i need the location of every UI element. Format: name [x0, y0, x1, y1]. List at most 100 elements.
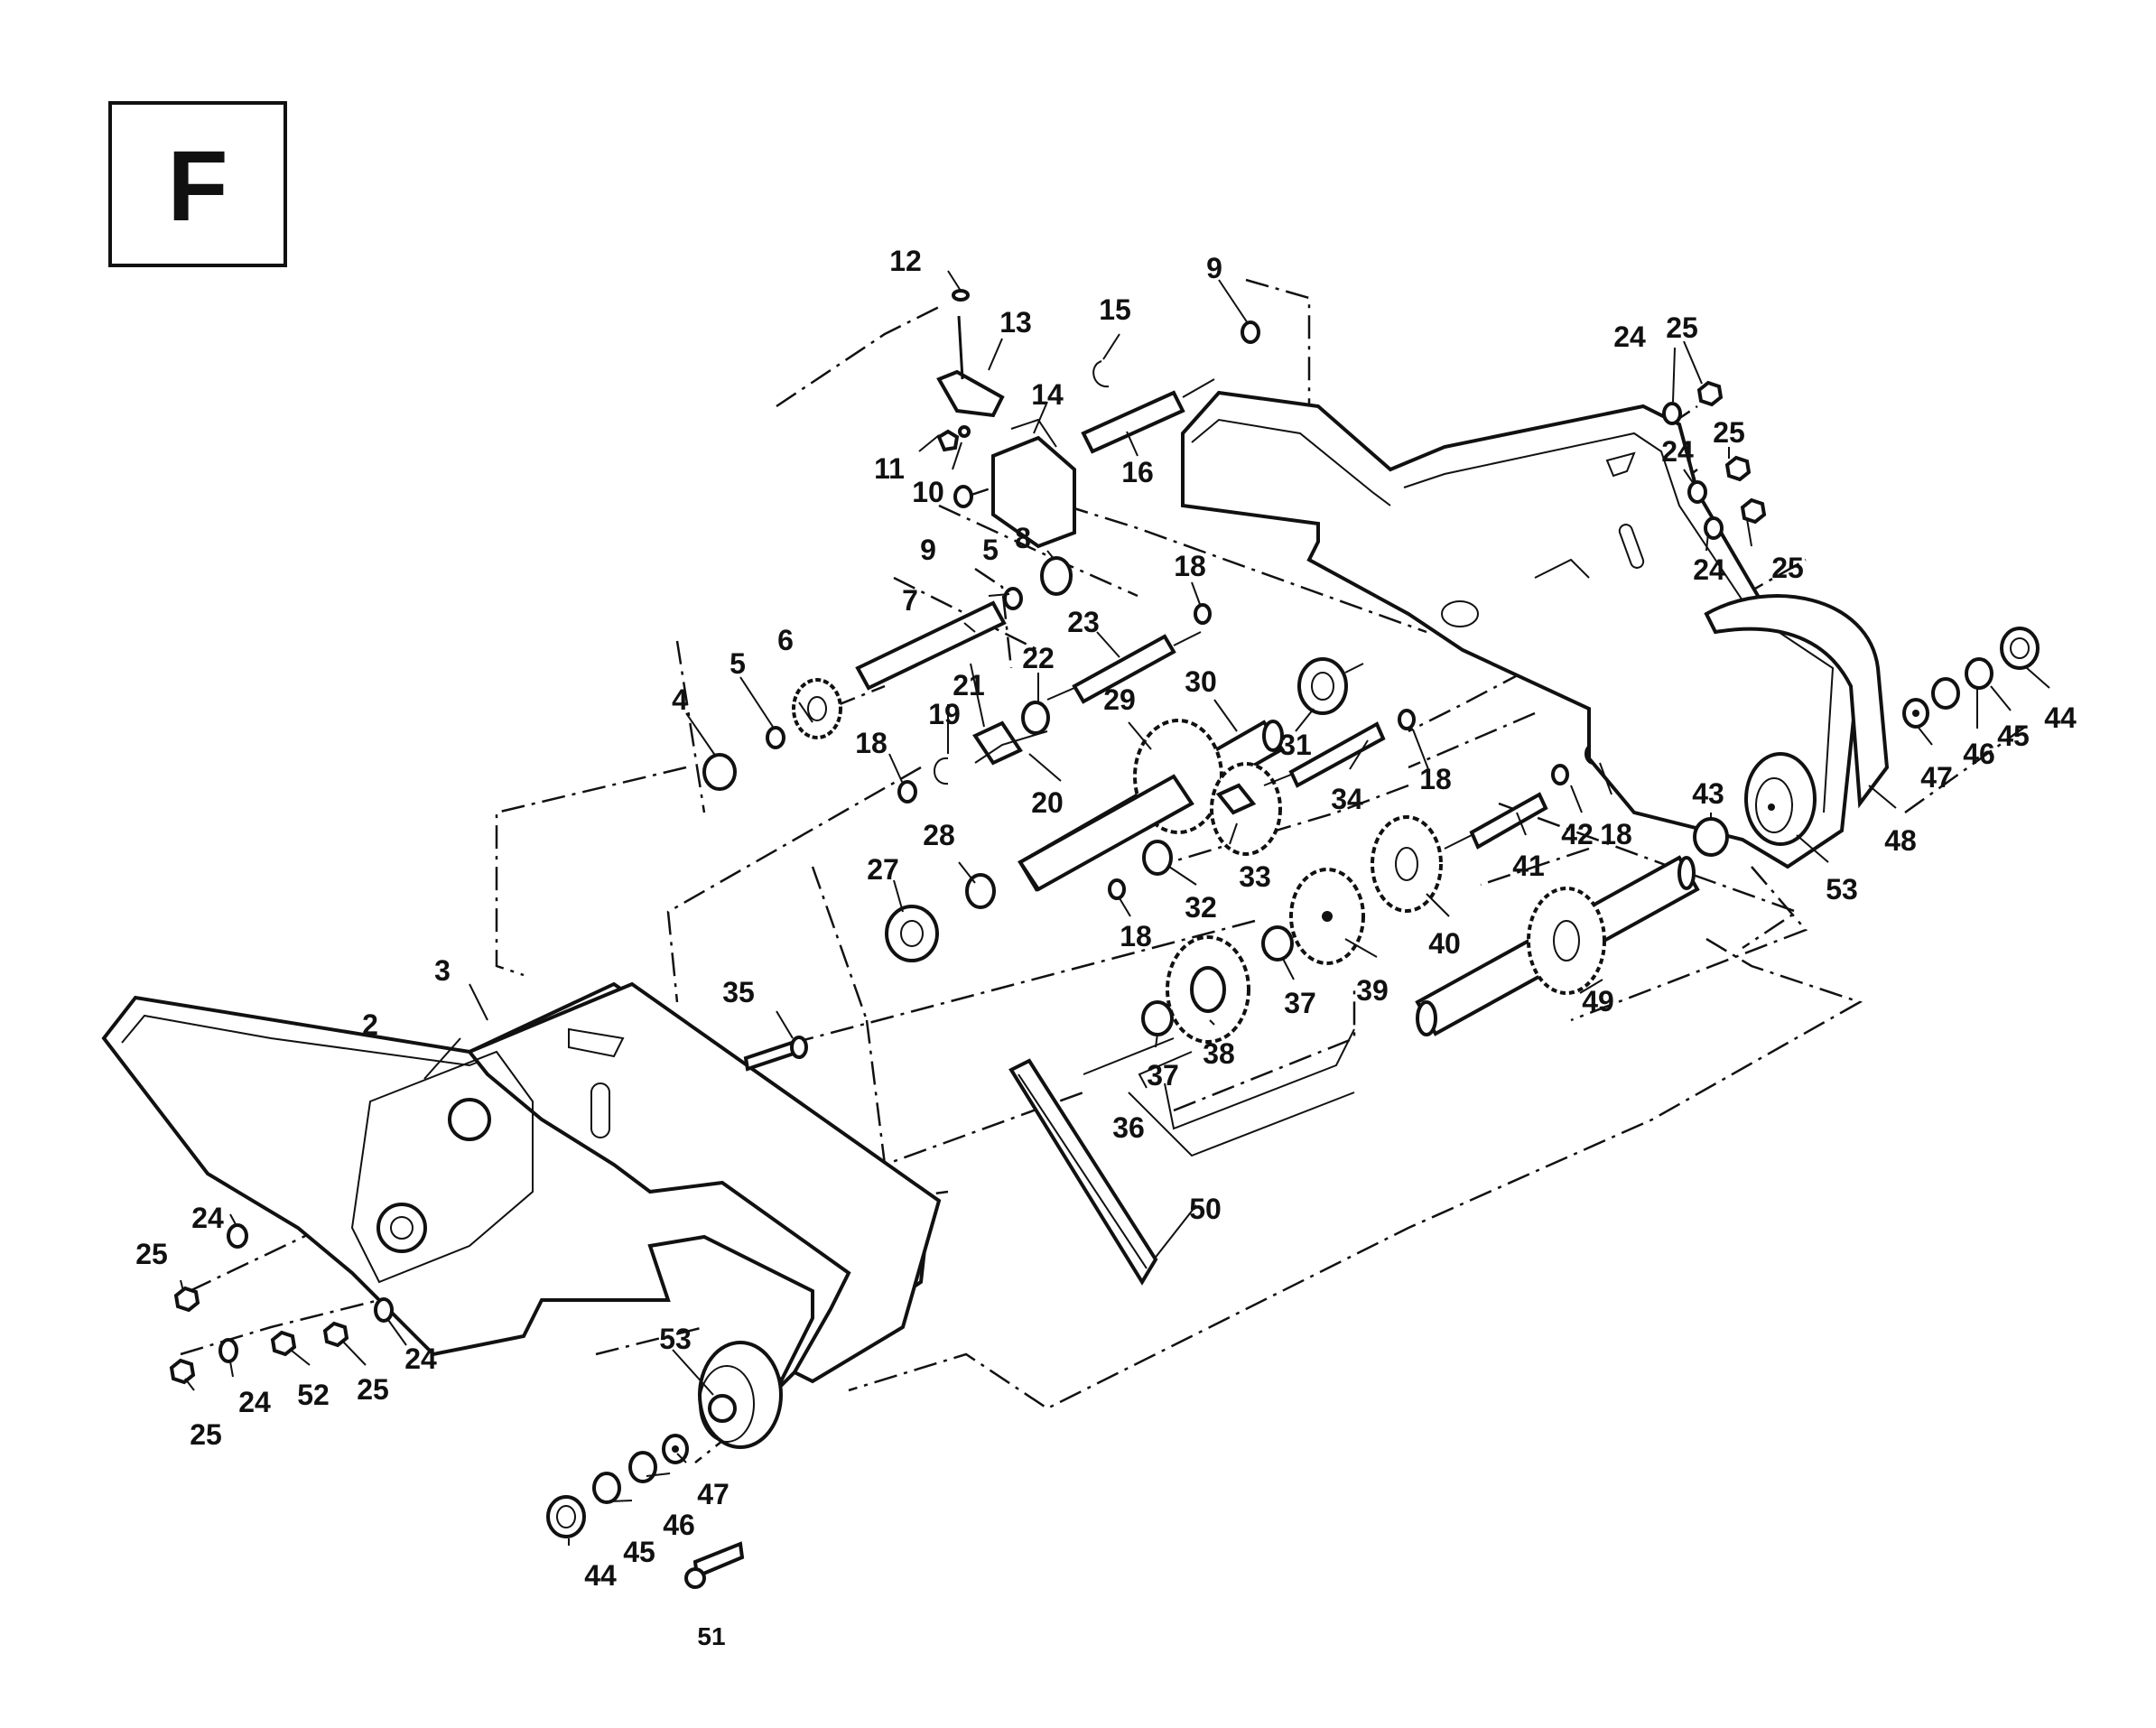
right-pulley-53 — [1744, 752, 1817, 846]
callout-47-a: 47 — [1920, 761, 1953, 794]
callout-25-c: 25 — [1771, 552, 1804, 584]
shaft-23 — [972, 631, 1202, 766]
callout-37-a: 37 — [1284, 987, 1316, 1019]
callout-2: 2 — [362, 1008, 378, 1041]
callout-31: 31 — [1279, 729, 1312, 761]
callout-24-d: 24 — [191, 1202, 224, 1234]
callout-18-b: 18 — [855, 727, 887, 759]
right-chain-case — [1181, 390, 1863, 869]
callout-45-a: 45 — [1997, 720, 2030, 752]
callout-9-a: 9 — [1206, 252, 1222, 284]
callout-30: 30 — [1185, 665, 1217, 698]
callout-18-e: 18 — [1600, 818, 1632, 850]
spacer-43 — [1693, 817, 1729, 857]
callout-25-e: 25 — [357, 1373, 389, 1406]
shaft-49 — [1415, 855, 1700, 1036]
callout-29: 29 — [1103, 683, 1136, 716]
callout-33: 33 — [1239, 860, 1271, 893]
callout-23: 23 — [1067, 606, 1100, 638]
callout-41: 41 — [1512, 850, 1545, 882]
callout-39: 39 — [1356, 974, 1389, 1007]
section-box: F — [108, 101, 287, 267]
callout-27: 27 — [867, 853, 899, 886]
right-bearing-stack — [1902, 627, 2040, 729]
callout-15: 15 — [1099, 293, 1131, 326]
callout-6: 6 — [777, 624, 794, 656]
shaft-34 — [1263, 721, 1386, 788]
callout-50: 50 — [1189, 1193, 1222, 1225]
callout-20: 20 — [1031, 786, 1064, 819]
callout-25-a: 25 — [1666, 311, 1698, 344]
callout-40: 40 — [1428, 927, 1461, 960]
callout-32: 32 — [1185, 891, 1217, 924]
gear-31 — [1297, 657, 1364, 715]
callout-52: 52 — [297, 1379, 330, 1411]
callout-28: 28 — [923, 819, 955, 851]
callout-22: 22 — [1022, 642, 1055, 674]
shaft-41 — [1444, 792, 1548, 850]
callout-46-b: 46 — [663, 1509, 695, 1541]
callout-47-b: 47 — [697, 1478, 730, 1510]
bolt-35 — [743, 1036, 808, 1072]
callout-44-a: 44 — [2044, 701, 2077, 734]
callout-4: 4 — [672, 683, 688, 716]
spacers-4-5-8 — [702, 556, 1073, 791]
shaft-7 — [792, 600, 1007, 739]
callout-11: 11 — [874, 452, 905, 485]
callout-38: 38 — [1203, 1037, 1235, 1070]
upper-bracket-assembly — [936, 289, 1260, 549]
leader-lines — [180, 270, 2050, 1546]
callout-3: 3 — [434, 954, 451, 987]
callout-24-e: 24 — [238, 1386, 271, 1418]
callouts: 2 3 4 5 5 6 7 8 9 9 10 11 12 13 14 15 16… — [135, 245, 2077, 1650]
left-chain-case — [101, 981, 942, 1392]
callout-46-a: 46 — [1963, 738, 1995, 770]
right-fasteners — [1662, 380, 1767, 540]
callout-24-f: 24 — [404, 1342, 437, 1375]
callout-24-c: 24 — [1693, 553, 1725, 586]
callout-13: 13 — [999, 306, 1032, 339]
callout-44-b: 44 — [584, 1559, 617, 1592]
callout-5-a: 5 — [730, 647, 746, 680]
callout-16: 16 — [1121, 456, 1154, 488]
callout-14: 14 — [1031, 378, 1064, 411]
callout-43: 43 — [1692, 777, 1724, 810]
spacers-28-32 — [965, 840, 1173, 909]
belt-50 — [1008, 1058, 1158, 1286]
guard-48 — [1704, 594, 1890, 809]
callout-12: 12 — [889, 245, 922, 277]
callout-51: 51 — [697, 1622, 725, 1650]
left-pulley-53 — [698, 1341, 783, 1449]
spacers-37 — [1141, 925, 1294, 1036]
callout-35: 35 — [722, 976, 755, 1008]
callout-5-b: 5 — [982, 534, 999, 566]
callout-37-b: 37 — [1147, 1059, 1179, 1092]
callout-53-b: 53 — [659, 1323, 692, 1355]
callout-25-b: 25 — [1713, 416, 1745, 449]
callout-8: 8 — [1015, 522, 1031, 554]
callout-49: 49 — [1582, 985, 1614, 1017]
callout-18-c: 18 — [1120, 920, 1152, 952]
callout-42: 42 — [1561, 818, 1594, 850]
bearing-27 — [885, 905, 939, 962]
callout-21: 21 — [953, 669, 985, 701]
section-label: F — [167, 131, 228, 242]
callout-9-b: 9 — [920, 534, 936, 566]
callout-18-a: 18 — [1174, 550, 1206, 582]
callout-25-f: 25 — [190, 1418, 222, 1451]
callout-25-d: 25 — [135, 1238, 168, 1270]
left-fasteners — [169, 1223, 394, 1385]
callout-53-a: 53 — [1826, 873, 1858, 906]
shaft-tube — [1018, 774, 1194, 892]
callout-34: 34 — [1331, 783, 1363, 815]
callout-45-b: 45 — [623, 1536, 655, 1568]
callout-36: 36 — [1112, 1111, 1145, 1144]
callout-19: 19 — [928, 698, 961, 730]
callout-24-a: 24 — [1613, 321, 1646, 353]
left-bearing-stack — [546, 1434, 689, 1538]
callout-48: 48 — [1884, 824, 1917, 857]
callout-24-b: 24 — [1661, 435, 1694, 468]
callout-10: 10 — [912, 476, 944, 508]
bolt-51 — [684, 1541, 745, 1589]
